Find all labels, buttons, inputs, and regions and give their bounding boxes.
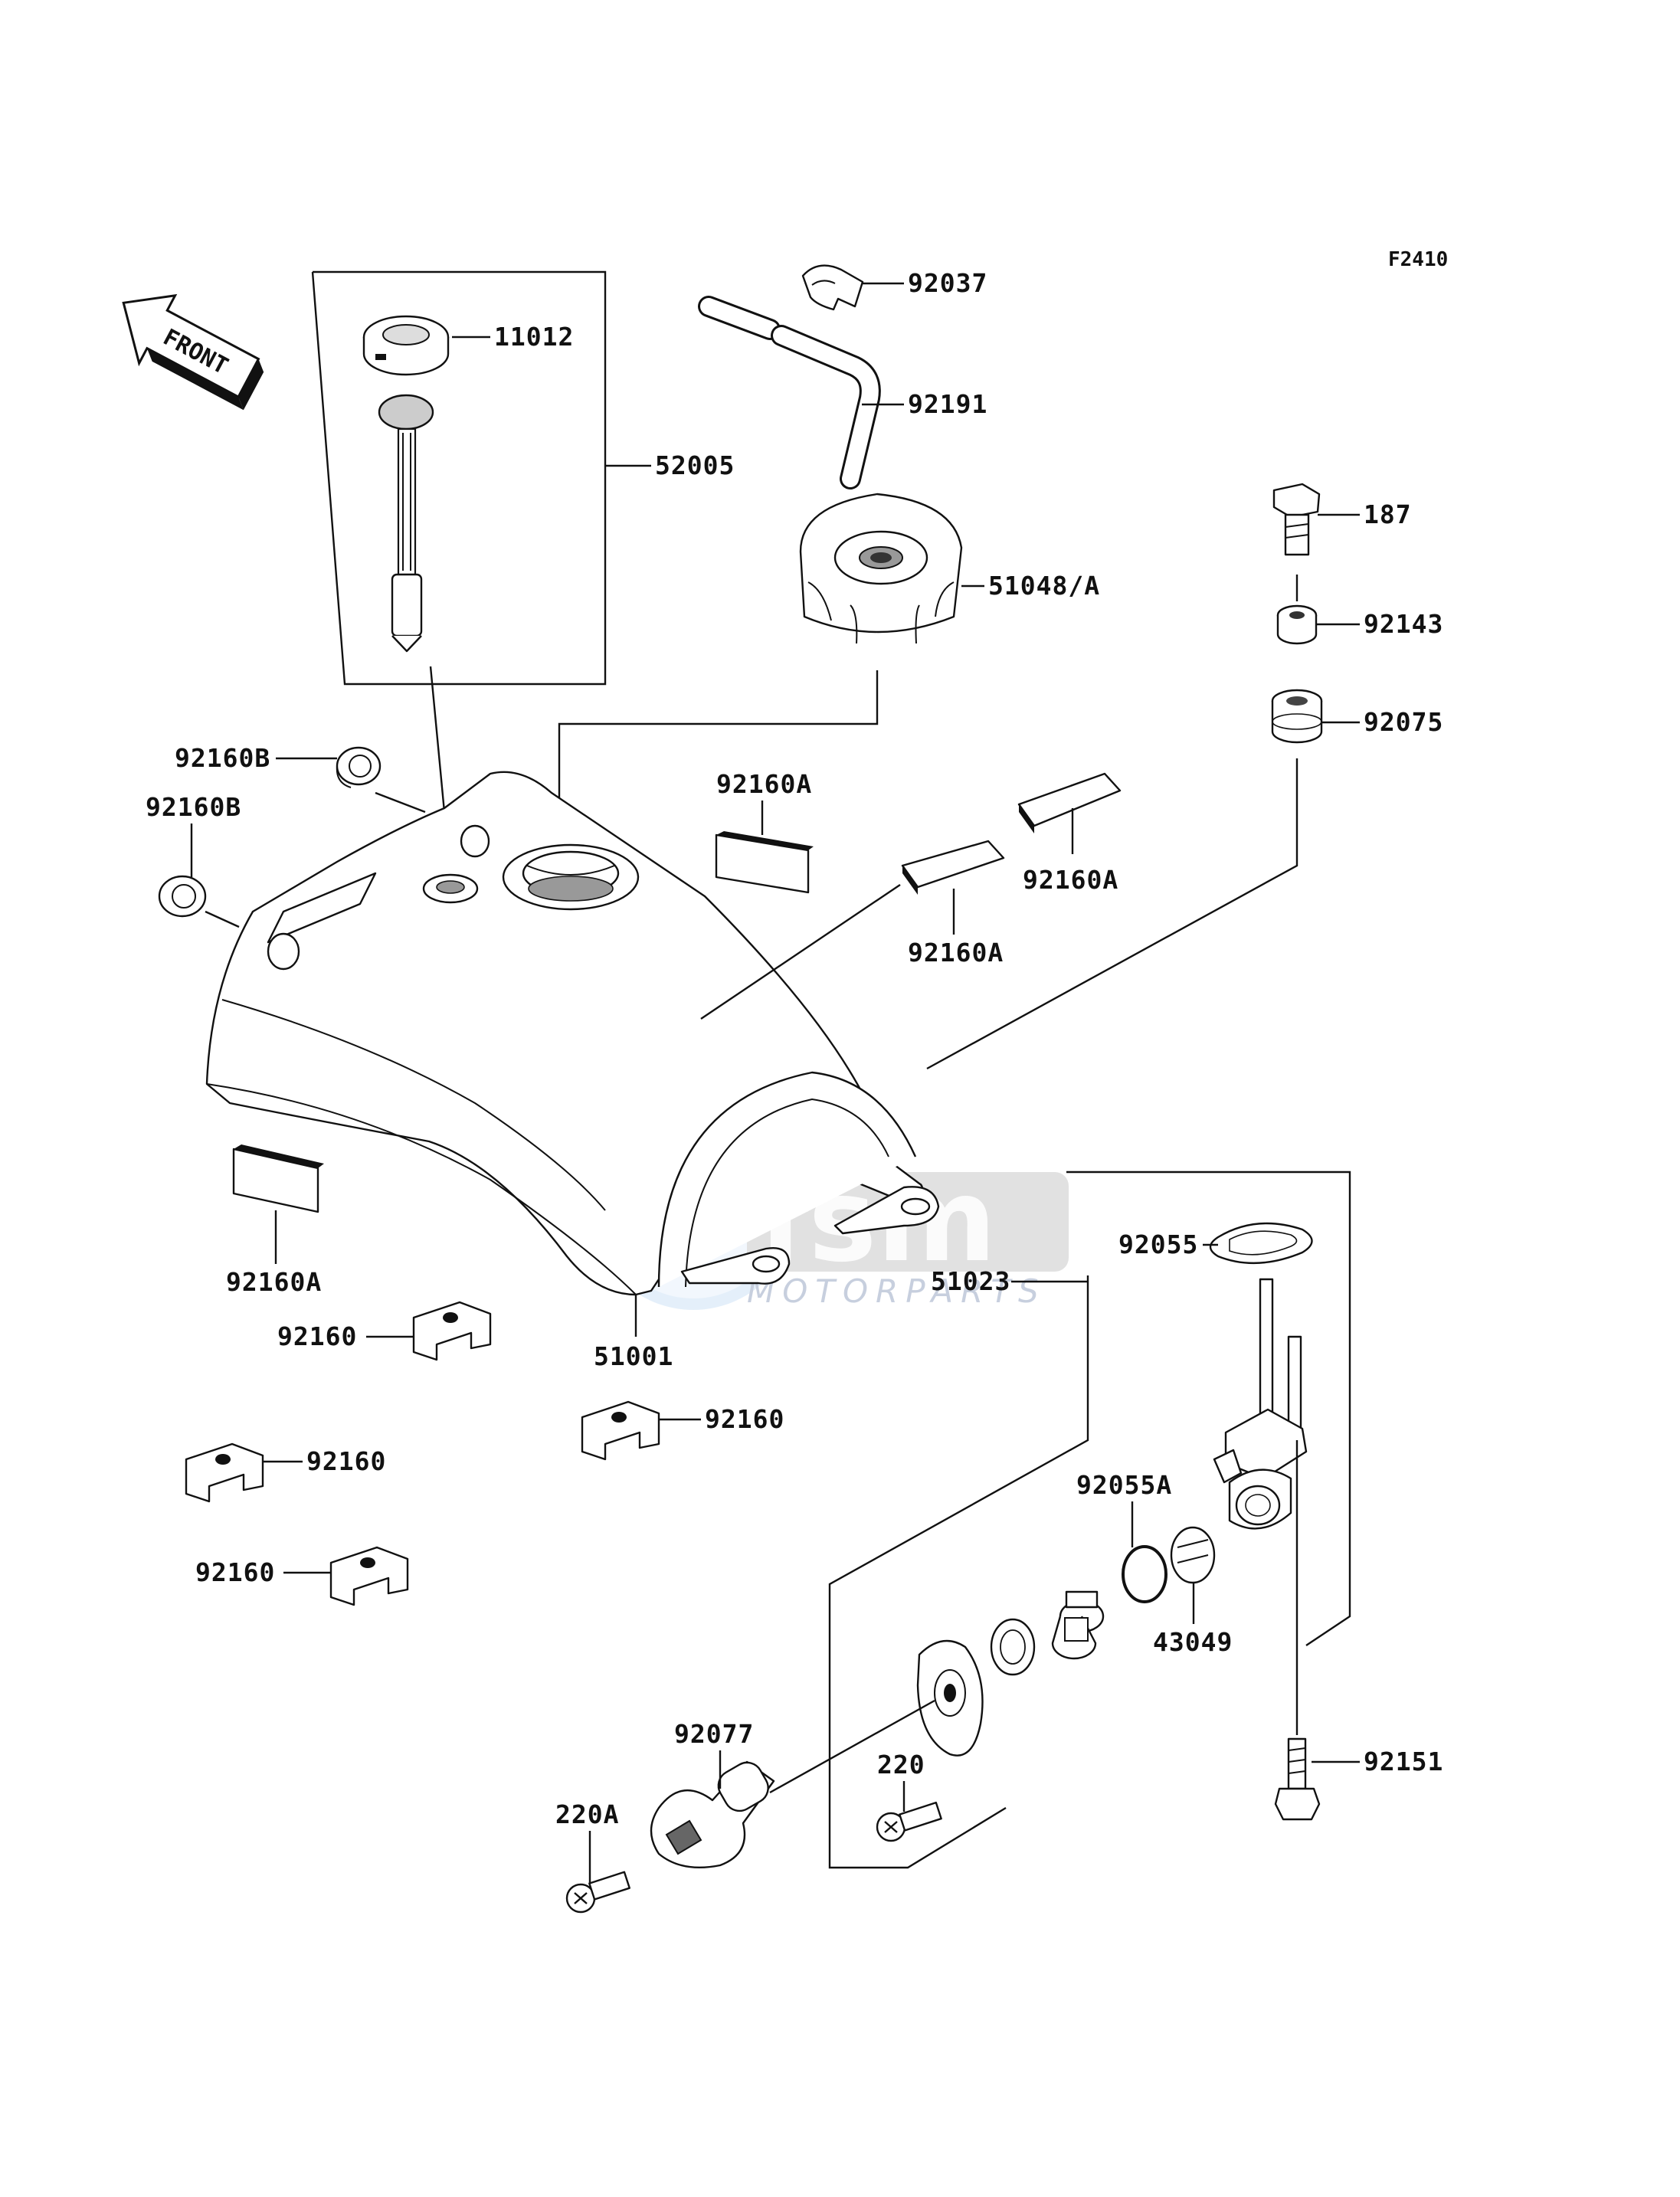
cap-to-neck-leader — [558, 670, 879, 846]
part-label-92160-1[interactable]: 92160 — [277, 1321, 357, 1351]
hose-clip — [801, 264, 864, 311]
part-label-92143[interactable]: 92143 — [1364, 609, 1443, 639]
part-label-92191[interactable]: 92191 — [908, 389, 987, 419]
part-label-51001[interactable]: 51001 — [594, 1341, 673, 1371]
part-label-92037[interactable]: 92037 — [908, 268, 987, 298]
part-label-92160b-1[interactable]: 92160B — [175, 743, 270, 773]
clip-92160-c — [185, 1442, 264, 1503]
grommet-92160b-upper — [336, 746, 382, 788]
collar-92143 — [1276, 604, 1318, 645]
part-label-92151[interactable]: 92151 — [1364, 1747, 1443, 1776]
part-label-51048a[interactable]: 51048/A — [988, 571, 1100, 601]
part-label-92160-4[interactable]: 92160 — [195, 1557, 275, 1587]
part-label-51023[interactable]: 51023 — [931, 1266, 1010, 1296]
clip-92160-d — [329, 1546, 409, 1606]
part-label-220a[interactable]: 220A — [555, 1799, 619, 1829]
figure-code: F2410 — [1388, 248, 1448, 271]
lever-stem — [1051, 1590, 1105, 1660]
part-label-220[interactable]: 220 — [877, 1750, 925, 1780]
fuel-cock-bracket-lower — [828, 1275, 1089, 1869]
grommet-upper-to-tank-leader — [375, 791, 426, 814]
cock-plate-43049 — [1170, 1526, 1216, 1584]
grommet-11012 — [362, 315, 450, 376]
part-label-92077[interactable]: 92077 — [674, 1719, 754, 1749]
breather-hose — [698, 296, 881, 489]
pad-92160a-center — [715, 831, 814, 894]
part-label-92075[interactable]: 92075 — [1364, 707, 1443, 737]
part-label-92055[interactable]: 92055 — [1118, 1229, 1198, 1259]
gasket-92055 — [1209, 1222, 1313, 1265]
part-label-92160b-2[interactable]: 92160B — [146, 792, 241, 822]
part-label-92160-3[interactable]: 92160 — [306, 1446, 386, 1476]
pad-92160a-right — [1017, 772, 1122, 833]
damper-92075 — [1271, 689, 1323, 744]
part-label-11012[interactable]: 11012 — [494, 322, 574, 352]
o-ring-92055a — [1122, 1545, 1167, 1603]
part-label-92055a[interactable]: 92055A — [1076, 1470, 1172, 1500]
bolt-187 — [1272, 483, 1321, 556]
fuel-cap — [799, 493, 963, 644]
fuel-gauge-sender — [378, 394, 434, 653]
washer — [990, 1618, 1036, 1676]
pad-to-tank-leader — [700, 884, 901, 1020]
part-label-92160-2[interactable]: 92160 — [705, 1404, 784, 1434]
part-label-92160a-1[interactable]: 92160A — [716, 769, 812, 799]
grommet-92160b-lower — [158, 875, 207, 918]
fuel-tank — [205, 771, 940, 1296]
gauge-kit-bracket — [311, 270, 607, 686]
grommet-lower-to-tank-leader — [205, 910, 240, 928]
part-label-52005[interactable]: 52005 — [655, 450, 735, 480]
part-label-187[interactable]: 187 — [1364, 499, 1412, 529]
front-direction-arrow: FRONT — [122, 293, 264, 411]
watermark-sub: MOTORPARTS — [747, 1272, 1046, 1310]
pad-92160a-mid — [901, 840, 1005, 895]
part-label-92160a-3[interactable]: 92160A — [908, 938, 1004, 968]
screw-220 — [876, 1801, 942, 1842]
lever-to-plate-leader — [769, 1699, 935, 1794]
pad-92160a-lower — [232, 1144, 324, 1213]
cock-plate — [916, 1639, 984, 1757]
fuel-cock-bracket — [1066, 1171, 1351, 1646]
damper-to-tank-leader — [926, 758, 1298, 1070]
cock-lever-92077 — [650, 1760, 775, 1869]
part-label-92160a-4[interactable]: 92160A — [226, 1267, 322, 1297]
screw-92151 — [1274, 1737, 1321, 1821]
clip-92160-b — [581, 1400, 660, 1461]
part-label-92160a-2[interactable]: 92160A — [1023, 865, 1118, 895]
part-label-43049[interactable]: 43049 — [1153, 1627, 1233, 1657]
fuel-cock-body — [1213, 1278, 1308, 1530]
clip-92160-a — [412, 1301, 492, 1361]
screw-220a — [565, 1871, 630, 1914]
